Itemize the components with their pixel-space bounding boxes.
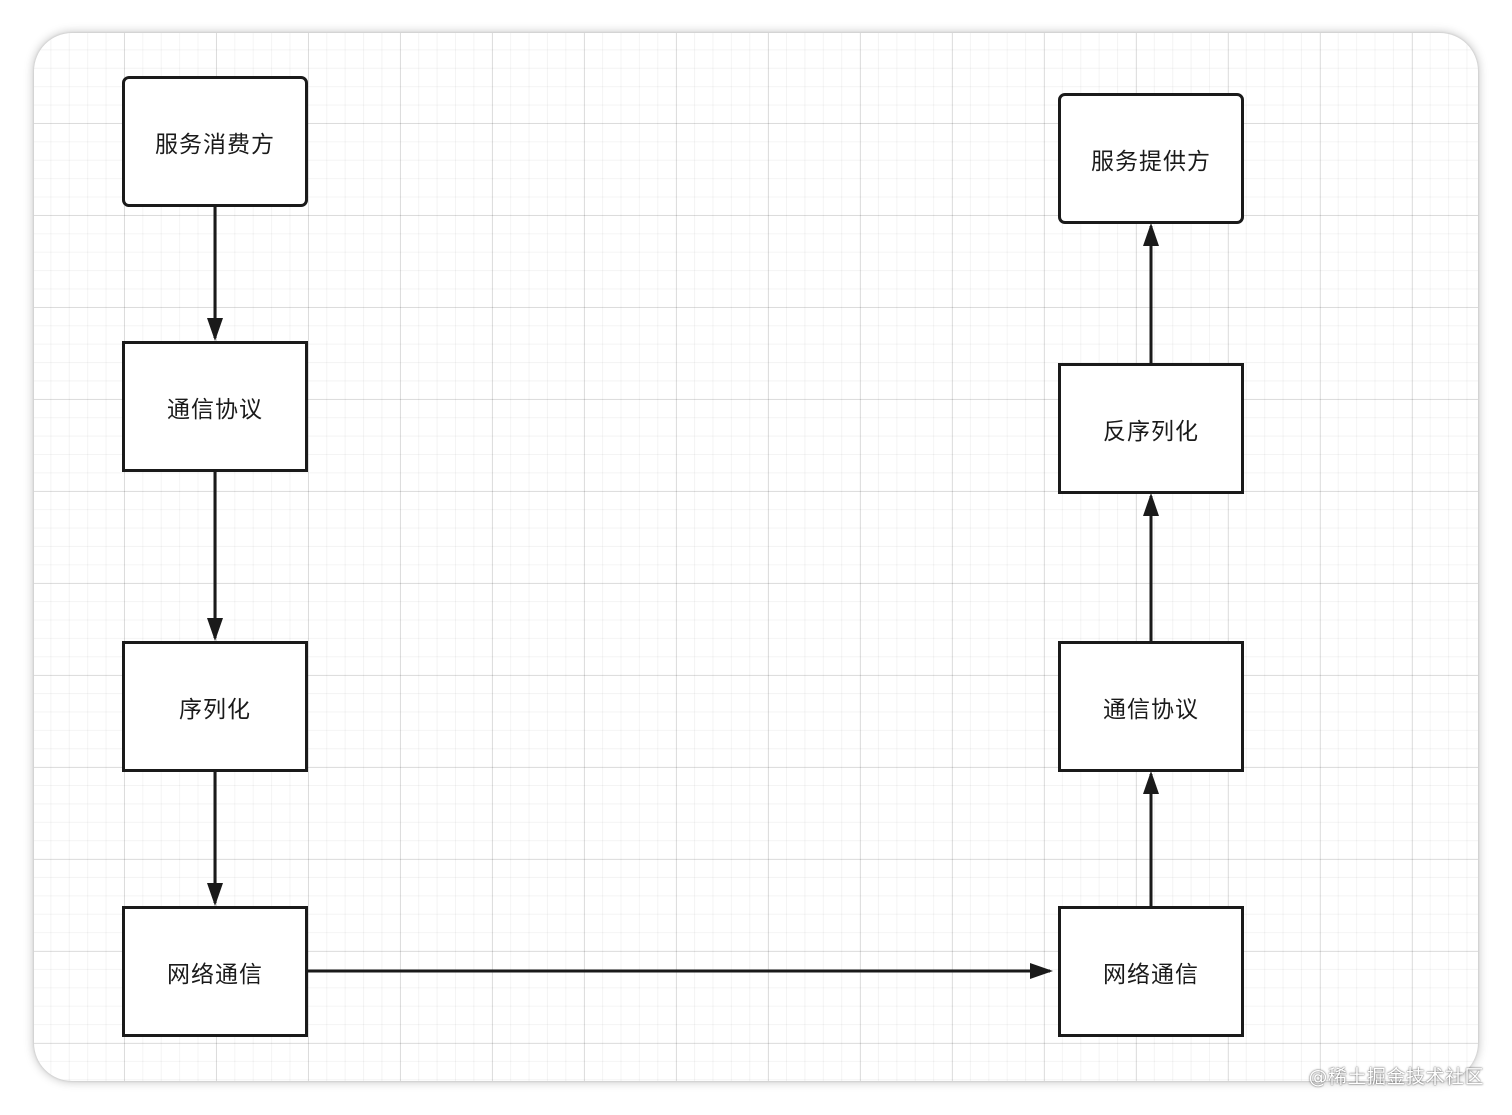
node-service-consumer-label: 服务消费方 xyxy=(155,131,275,158)
arrowhead-down-2 xyxy=(207,618,223,641)
node-protocol-left-label: 通信协议 xyxy=(167,396,263,423)
node-protocol-left: 通信协议 xyxy=(122,341,308,472)
arrowhead-down-1 xyxy=(207,318,223,341)
node-network-left: 网络通信 xyxy=(122,906,308,1037)
arrowhead-up-2 xyxy=(1143,493,1159,516)
arrowhead-down-3 xyxy=(207,883,223,906)
node-network-right-label: 网络通信 xyxy=(1103,961,1199,988)
node-network-right: 网络通信 xyxy=(1058,906,1244,1037)
arrowhead-right xyxy=(1030,963,1053,979)
arrowhead-up-3 xyxy=(1143,223,1159,246)
node-serialization: 序列化 xyxy=(122,641,308,772)
node-network-left-label: 网络通信 xyxy=(167,961,263,988)
watermark: @稀土掘金技术社区 xyxy=(1308,1066,1484,1088)
node-protocol-right-label: 通信协议 xyxy=(1103,696,1199,723)
node-protocol-right: 通信协议 xyxy=(1058,641,1244,772)
node-service-provider-label: 服务提供方 xyxy=(1091,148,1211,175)
node-service-provider: 服务提供方 xyxy=(1058,93,1244,224)
node-deserialization-label: 反序列化 xyxy=(1103,418,1199,445)
node-service-consumer: 服务消费方 xyxy=(122,76,308,207)
node-deserialization: 反序列化 xyxy=(1058,363,1244,494)
node-serialization-label: 序列化 xyxy=(179,696,251,723)
arrowhead-up-1 xyxy=(1143,771,1159,794)
